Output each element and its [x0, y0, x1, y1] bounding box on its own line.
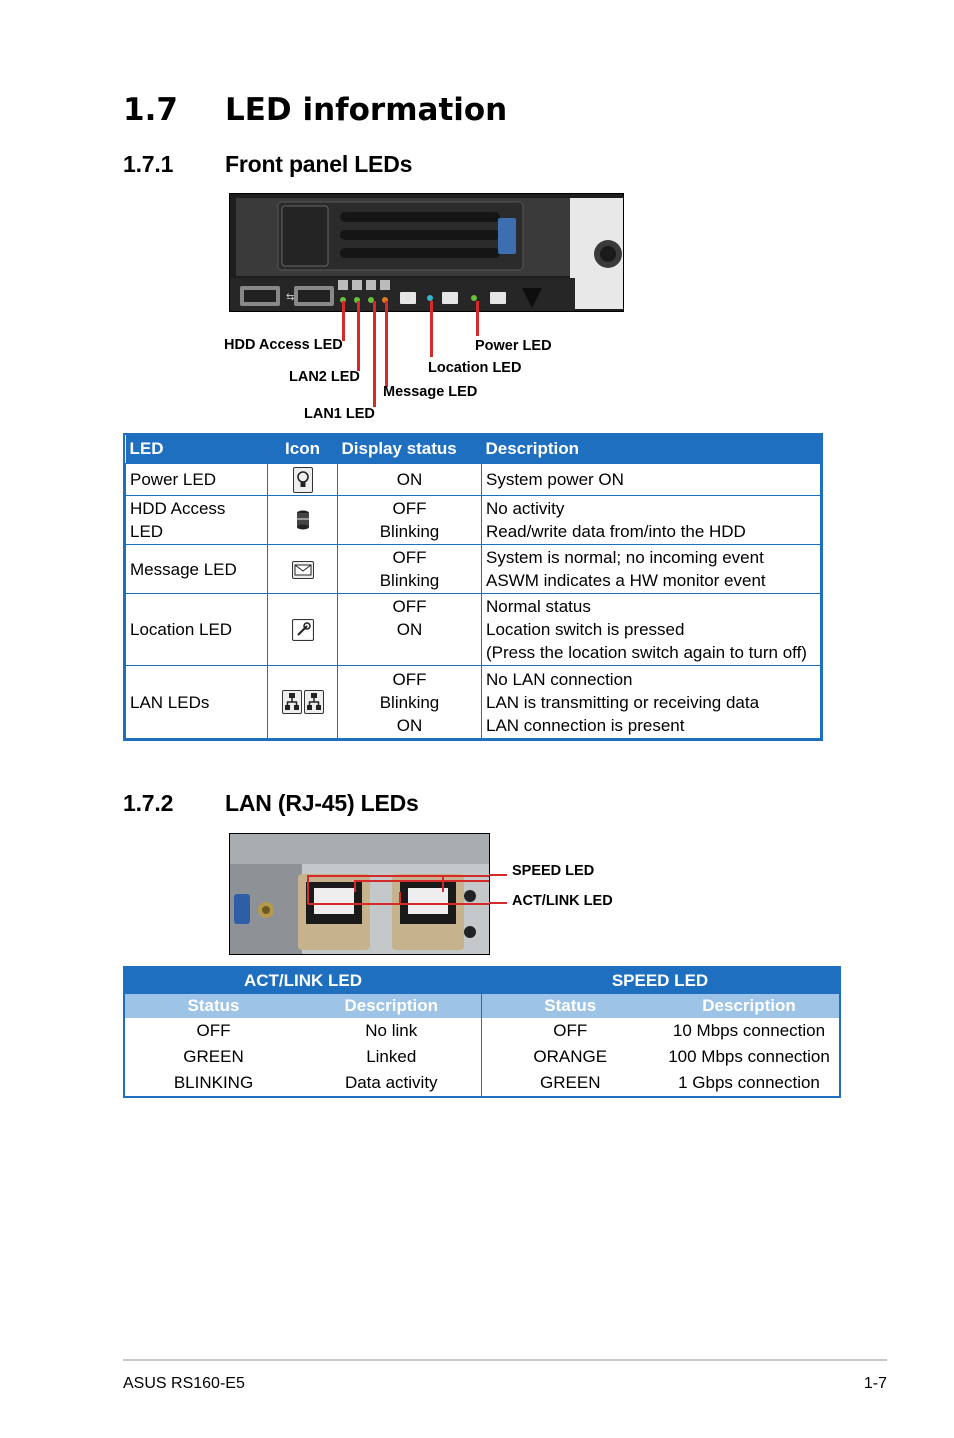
- power-callout-line: [476, 301, 479, 336]
- description-line: (Press the location switch again to turn…: [486, 643, 807, 662]
- description-line: ASWM indicates a HW monitor event: [486, 571, 766, 590]
- status-line: OFF: [392, 548, 427, 567]
- speed-group-header: SPEED LED: [481, 968, 839, 994]
- bulb-icon: [292, 466, 313, 493]
- table-row: HDD Access LED OFF Blinking No activity …: [125, 495, 821, 545]
- header-description: Description: [481, 435, 821, 464]
- status-line: Blinking: [379, 522, 440, 541]
- description-line: Normal status: [486, 597, 591, 616]
- speed-led-label: SPEED LED: [512, 863, 595, 879]
- footer-page-number: 1-7: [863, 1375, 887, 1392]
- front-panel-drawing: ⇆: [230, 194, 623, 311]
- speed-callout-line: [489, 874, 507, 876]
- lan2-led-label: LAN2 LED: [289, 369, 360, 385]
- act-link-group-header: ACT/LINK LED: [125, 968, 482, 994]
- header-icon: Icon: [267, 435, 338, 464]
- led-table: LED Icon Display status Description Powe…: [123, 433, 823, 741]
- table-row: LAN LEDs OFF Blinking ON No LAN connecti…: [125, 665, 821, 739]
- speed-description: 10 Mbps connection: [672, 1021, 826, 1040]
- location-callout-line: [430, 301, 433, 357]
- status-line: OFF: [392, 669, 427, 689]
- hdd-callout-line: [342, 301, 345, 341]
- act-status: BLINKING: [173, 1073, 254, 1092]
- act-description: Linked: [366, 1047, 417, 1066]
- description-line: No activity: [486, 499, 565, 518]
- description-line: LAN is transmitting or receiving data: [486, 692, 760, 712]
- status-line: ON: [396, 620, 423, 639]
- description-line: Read/write data from/into the HDD: [486, 522, 746, 541]
- speed-status: GREEN: [480, 1070, 660, 1096]
- act-status: GREEN: [183, 1047, 244, 1066]
- table-row: OFF No link OFF 10 Mbps connection: [125, 1018, 839, 1044]
- led-name: Message LED: [125, 544, 268, 594]
- lan-port-photo: [229, 833, 490, 955]
- description-line: System is normal; no incoming event: [486, 548, 764, 567]
- lan2-callout-line: [357, 301, 360, 371]
- power-led-label: Power LED: [475, 338, 552, 354]
- header-status: Display status: [337, 435, 482, 464]
- lan-port-drawing: [230, 834, 489, 954]
- table-row: GREEN Linked ORANGE 100 Mbps connection: [125, 1044, 839, 1070]
- status-line: ON: [396, 470, 423, 489]
- act-description: Data activity: [344, 1073, 438, 1092]
- status-line: OFF: [392, 597, 427, 616]
- speed-status: OFF: [480, 1018, 660, 1044]
- message-callout-line: [385, 301, 388, 387]
- led-name: Location LED: [125, 593, 268, 666]
- led-name: Power LED: [125, 463, 268, 496]
- led-name: LAN LEDs: [125, 665, 268, 739]
- footer-divider: [123, 1359, 887, 1361]
- led-name: HDD Access LED: [125, 495, 268, 545]
- act-callout-line: [489, 902, 507, 904]
- description-line: Location switch is pressed: [486, 620, 685, 639]
- speed-description: 1 Gbps connection: [678, 1073, 820, 1092]
- header-led: LED: [125, 435, 268, 464]
- act-status: OFF: [196, 1021, 231, 1040]
- status-line: Blinking: [379, 692, 440, 712]
- act-status-header: Status: [125, 994, 302, 1018]
- network-icon: [281, 690, 302, 715]
- table-row: BLINKING Data activity GREEN 1 Gbps conn…: [125, 1070, 839, 1096]
- footer-product-name: ASUS RS160-E5: [123, 1375, 245, 1392]
- message-led-label: Message LED: [383, 384, 478, 400]
- envelope-icon: [291, 561, 314, 580]
- status-line: Blinking: [379, 571, 440, 590]
- svg-text:⇆: ⇆: [286, 292, 294, 303]
- hdd-access-led-label: HDD Access LED: [224, 337, 343, 353]
- speed-description: 100 Mbps connection: [668, 1047, 830, 1066]
- act-description-header: Description: [302, 994, 482, 1018]
- description-line: No LAN connection: [486, 669, 633, 689]
- hdd-icon: [294, 508, 312, 532]
- table-row: Power LED ON System power ON: [125, 463, 821, 496]
- speed-description-header: Description: [659, 994, 839, 1018]
- status-line: ON: [396, 715, 423, 735]
- network-icon: [303, 690, 324, 715]
- table-row: Location LED OFF ON Normal status Locati…: [125, 593, 821, 666]
- speed-status: ORANGE: [480, 1044, 660, 1070]
- act-description: No link: [365, 1021, 418, 1040]
- led-table-header: LED Icon Display status Description: [125, 435, 821, 464]
- table-row: Message LED OFF Blinking System is norma…: [125, 544, 821, 594]
- description-line: LAN connection is present: [486, 715, 685, 735]
- lan-led-table: ACT/LINK LED SPEED LED Status Descriptio…: [123, 966, 841, 1098]
- act-link-led-label: ACT/LINK LED: [512, 893, 613, 909]
- speed-status-header: Status: [480, 994, 660, 1018]
- location-led-label: Location LED: [428, 360, 522, 376]
- description-line: System power ON: [486, 470, 624, 489]
- status-line: OFF: [392, 499, 427, 518]
- location-icon: [291, 619, 314, 642]
- lan1-callout-line: [373, 301, 376, 407]
- front-panel-photo: ⇆: [229, 193, 624, 312]
- lan1-led-label: LAN1 LED: [304, 406, 375, 422]
